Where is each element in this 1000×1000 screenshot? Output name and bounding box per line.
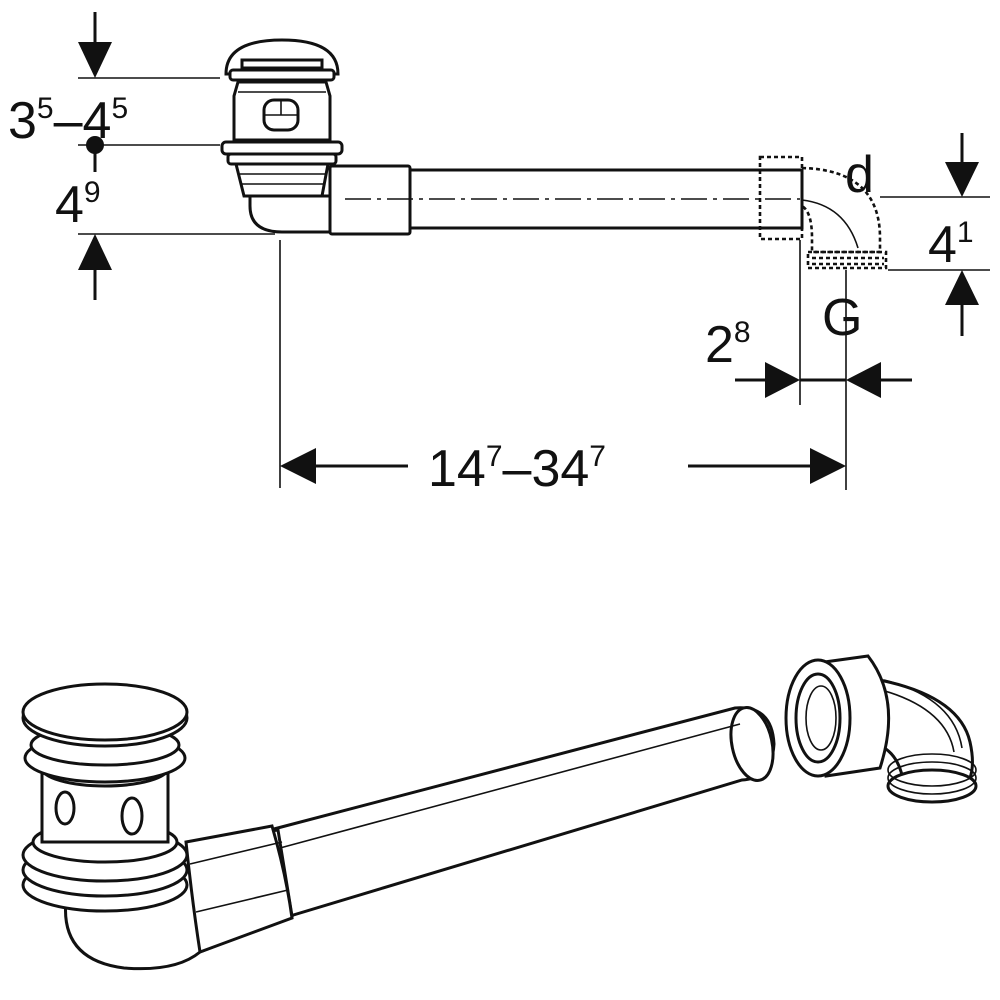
outlet-height-dimension [945,133,979,336]
arrow-down-icon [78,42,112,78]
perspective-view-drawing [21,654,978,971]
side-view-drawing: 35–45 49 [8,12,990,498]
thread-label: G [822,289,862,347]
popup-waste-perspective [21,682,294,971]
arrow-up-icon [945,270,979,305]
diameter-label: d [845,146,874,204]
height-dimension-left [78,12,112,300]
length-label: 147–347 [428,440,606,498]
overflow-hole-icon [120,796,144,836]
elbow-dotted-outline [758,155,888,270]
pipe-side [328,164,804,236]
arrow-left-icon [846,362,881,398]
extension-lines [78,77,990,490]
offset-dimension [735,362,912,398]
outlet-height-label: 41 [928,216,974,274]
popup-waste-side [220,38,344,234]
height-top-label: 35–45 [8,92,128,150]
length-dimension [280,448,846,484]
height-bottom-label: 49 [55,176,101,234]
overflow-hole-icon [54,790,76,826]
arrow-left-icon [280,448,316,484]
offset-label: 28 [705,316,751,374]
elbow-fitting-perspective [784,654,978,804]
arrow-down-icon [945,162,979,197]
arrow-right-icon [765,362,800,398]
arrow-up-icon [78,234,112,270]
pipe-perspective [268,706,776,918]
arrow-right-icon [810,448,846,484]
